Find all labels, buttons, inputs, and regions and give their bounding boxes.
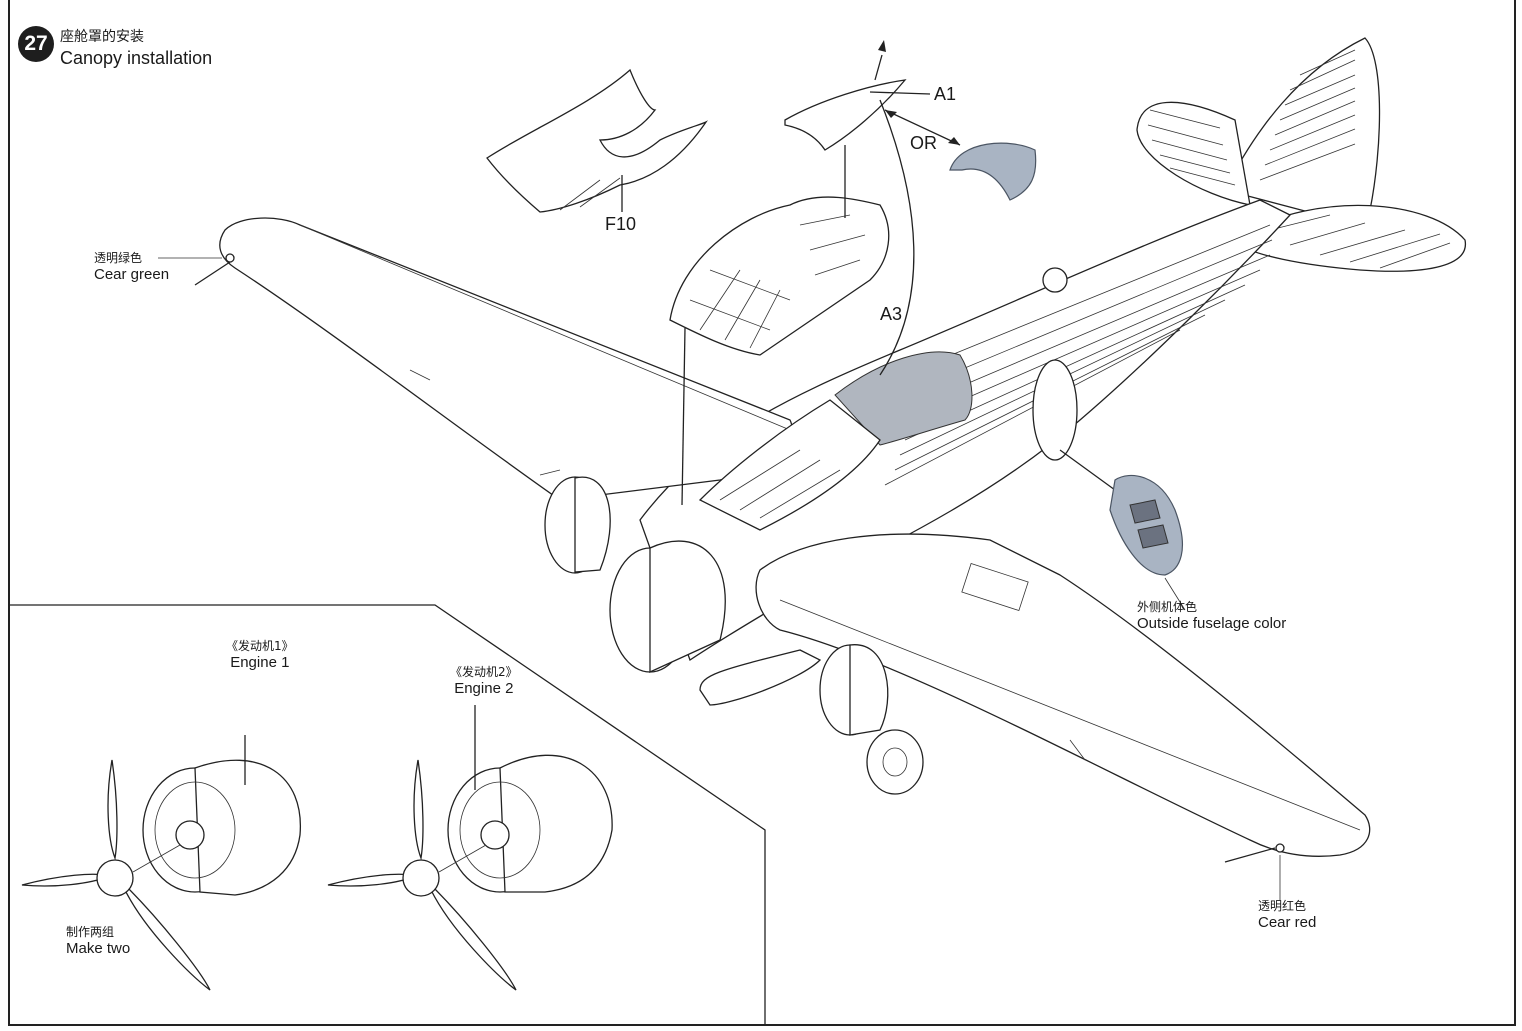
left-wing: [194, 217, 793, 501]
part-label-f10: F10: [605, 214, 637, 234]
engine-2-label-en: Engine 2: [454, 679, 514, 697]
part-label-or: OR: [910, 133, 937, 153]
callout-wingtip-left-cn: 透明绿色: [94, 251, 143, 265]
engine-inset-border: [8, 604, 766, 1026]
callout-fuselage-cn: 外侧机体色: [1137, 600, 1198, 614]
bomb: [699, 649, 822, 706]
part-label-a1: A1: [934, 84, 957, 104]
canopy-a1-alt-grey: [949, 142, 1037, 201]
tail-fin: [1136, 37, 1466, 272]
make-two-en: Make two: [66, 939, 131, 957]
step-number-badge: 27: [18, 26, 54, 62]
step-title-en: Canopy installation: [60, 48, 213, 68]
callout-wingtip-left-en: Cear green: [94, 265, 170, 283]
engine-2-label-cn: 《发动机2》: [450, 665, 518, 679]
cockpit: [698, 399, 881, 531]
make-two-cn: 制作两组: [66, 925, 115, 939]
callout-wingtip-right: 透明红色 Cear red: [1258, 899, 1317, 931]
part-label-a3: A3: [880, 304, 903, 324]
canopy-main-frame: [669, 196, 890, 356]
gun-turret-part: [1109, 474, 1184, 576]
engine-1-label-en: Engine 1: [230, 653, 290, 671]
step-title: 座舱罩的安装 Canopy installation: [60, 26, 212, 69]
inset-make-two-label: 制作两组 Make two: [66, 925, 131, 957]
engine-nacelles: [544, 476, 924, 795]
callout-fuselage: 外侧机体色 Outside fuselage color: [1137, 600, 1287, 632]
a3-panel: [834, 351, 973, 446]
engine-1-assembly: [21, 735, 301, 991]
engine-2-assembly: [327, 705, 613, 991]
inset-engine-1-label: 《发动机1》 Engine 1: [226, 639, 294, 671]
callout-wingtip-right-en: Cear red: [1258, 913, 1317, 931]
callout-wingtip-left: 透明绿色 Cear green: [94, 251, 170, 283]
callout-fuselage-en: Outside fuselage color: [1137, 614, 1287, 632]
canopy-a1: [784, 40, 961, 151]
fuselage: [639, 199, 1292, 662]
callout-wingtip-right-cn: 透明红色: [1258, 899, 1307, 913]
inset-engine-2-label: 《发动机2》 Engine 2: [450, 665, 518, 697]
engine-1-label-cn: 《发动机1》: [226, 639, 294, 653]
canopy-f10: [486, 68, 708, 213]
page-frame: [8, 0, 1516, 1026]
step-title-cn: 座舱罩的安装: [60, 29, 144, 45]
